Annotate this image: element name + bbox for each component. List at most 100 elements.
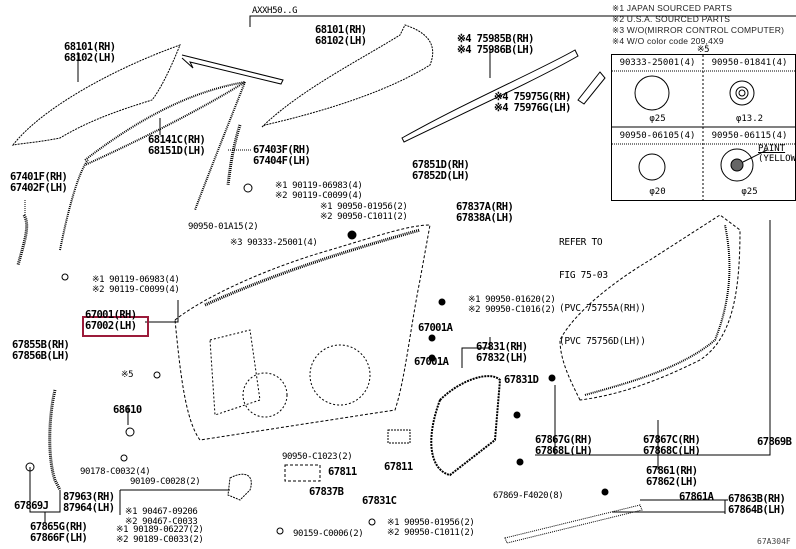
refer-line: (PVC 75756D(LH))	[559, 336, 646, 347]
part-callout[interactable]: 67869B	[757, 437, 792, 448]
paint-note-line: (YELLOW)	[758, 154, 796, 164]
highlight-box	[82, 316, 149, 337]
refer-line: (PVC 75755A(RH))	[559, 303, 646, 314]
part-callout[interactable]: 67865G(RH)67866F(LH)	[30, 522, 88, 544]
part-number: ※2 90189-C0033(2)	[116, 535, 204, 545]
part-number: 67811	[328, 466, 357, 478]
part-number: 67863B(RH)	[728, 493, 786, 505]
part-number: 67867C(RH)	[643, 434, 701, 446]
part-callout[interactable]: 67831C	[362, 496, 397, 507]
part-number: ※2 90119-C0099(4)	[275, 191, 363, 201]
part-number: 90159-C0006(2)	[293, 529, 364, 539]
refer-line: FIG 75-03	[559, 270, 608, 281]
part-callout[interactable]: 67811	[328, 467, 357, 478]
part-callout[interactable]: ※1 90467-09206※2 90467-C0033	[125, 507, 198, 527]
part-number: 67401F(RH)	[10, 171, 68, 183]
part-number: 67868C(LH)	[643, 445, 701, 457]
part-callout[interactable]: 68101(RH)68102(LH)	[64, 42, 116, 64]
part-callout[interactable]: 67867G(RH)67868L(LH)	[535, 434, 593, 457]
door-panel	[174, 224, 431, 441]
part-callout[interactable]: 68141C(RH)68151D(LH)	[148, 134, 206, 157]
part-number: ※1 90467-09206	[125, 507, 198, 517]
part-callout[interactable]: 67869-F4020(8)	[493, 491, 564, 501]
part-callout[interactable]: 67837B	[309, 486, 344, 498]
part-number: 67403F(RH)	[253, 144, 311, 156]
part-number: ※4 75986B(LH)	[457, 44, 534, 56]
part-number: 67831(RH)	[476, 341, 528, 353]
diagram-title: AXXH50..G	[252, 6, 298, 16]
part-callout[interactable]: ※1 90119-06983(4)※2 90119-C0099(4)	[275, 181, 363, 201]
part-callout[interactable]: ※5	[121, 370, 134, 380]
fastener-icon	[120, 454, 128, 462]
part-number: 67852D(LH)	[412, 170, 470, 182]
fastener-icon	[243, 183, 253, 193]
table-dim: φ25	[741, 187, 758, 197]
part-number: 87964(LH)	[63, 502, 115, 514]
part-number: 67867G(RH)	[535, 434, 593, 446]
garnish	[577, 71, 606, 105]
part-callout[interactable]: 90178-C0032(4)	[80, 467, 151, 477]
part-callout[interactable]: 67401F(RH)67402F(LH)	[10, 171, 68, 194]
part-number: 67855B(RH)	[12, 339, 70, 351]
part-number: 67402F(LH)	[10, 182, 68, 194]
part-number: 90109-C0028(2)	[130, 477, 201, 487]
part-callout[interactable]: 67831D	[504, 375, 539, 386]
part-callout[interactable]: 90950-C1023(2)	[282, 452, 353, 462]
part-callout[interactable]: 68101(RH)68102(LH)	[315, 25, 367, 47]
part-number: 67832(LH)	[476, 352, 528, 364]
table-part: 90950-06115(4)	[711, 131, 788, 141]
part-number: 67861(RH)	[646, 465, 698, 477]
part-callout[interactable]: ※1 90189-06227(2)※2 90189-C0033(2)	[116, 525, 204, 545]
title-bracket	[249, 15, 796, 27]
part-callout[interactable]: 90950-01A15(2)	[188, 222, 259, 232]
part-callout[interactable]: 67867C(RH)67868C(LH)	[643, 434, 701, 457]
part-callout[interactable]: 68610	[113, 405, 142, 416]
fastener-icon	[125, 427, 135, 437]
part-callout[interactable]: 90159-C0006(2)	[293, 529, 364, 539]
clip-icon	[387, 429, 411, 444]
part-callout[interactable]: 67861A	[679, 491, 714, 503]
part-callout[interactable]: 67403F(RH)67404F(LH)	[253, 144, 311, 167]
part-number: ※1 90950-01956(2)	[387, 518, 475, 528]
part-number: 67869-F4020(8)	[493, 491, 564, 501]
part-callout[interactable]: 67001(RH)67002(LH)	[85, 310, 137, 332]
part-callout[interactable]: 67851D(RH)67852D(LH)	[412, 159, 470, 182]
direction-arrow-icon	[181, 54, 284, 85]
part-number: 68610	[113, 404, 142, 416]
part-callout[interactable]: 67837A(RH)67838A(LH)	[456, 202, 514, 224]
part-callout[interactable]: 67001A	[418, 322, 453, 334]
part-callout[interactable]: 67861(RH)67862(LH)	[646, 466, 698, 488]
part-number: 67862(LH)	[646, 476, 698, 488]
part-callout[interactable]: ※1 90119-06983(4)※2 90119-C0099(4)	[92, 275, 180, 295]
part-number: 67861A	[679, 491, 714, 503]
refer-note: REFER TO FIG 75-03 (PVC 75755A(RH)) (PVC…	[559, 215, 646, 369]
part-callout[interactable]: 87963(RH)87964(LH)	[63, 492, 115, 514]
part-callout[interactable]: 67811	[384, 462, 413, 473]
speaker-opening	[309, 344, 371, 406]
part-callout[interactable]: ※4 75975G(RH)※4 75976G(LH)	[494, 92, 571, 114]
part-callout[interactable]: 67831(RH)67832(LH)	[476, 342, 528, 364]
part-number: 67001A	[414, 356, 449, 368]
part-callout[interactable]: ※3 90333-25001(4)	[230, 238, 318, 248]
part-callout[interactable]: 67855B(RH)67856B(LH)	[12, 339, 70, 362]
part-number: 67851D(RH)	[412, 159, 470, 171]
part-number: 67811	[384, 461, 413, 473]
part-number: ※2 90950-C1011(2)	[320, 212, 408, 222]
part-number: 67837B	[309, 486, 344, 498]
sash	[226, 124, 242, 186]
part-callout[interactable]: ※4 75985B(RH)※4 75986B(LH)	[457, 34, 534, 56]
part-callout[interactable]: 67869J	[14, 501, 49, 512]
part-callout[interactable]: 67863B(RH)67864B(LH)	[728, 493, 786, 516]
part-callout[interactable]: ※1 90950-01956(2)※2 90950-C1011(2)	[387, 518, 475, 538]
table-part: 90333-25001(4)	[619, 58, 696, 68]
glass-run-channel	[84, 81, 246, 166]
part-number: 67001A	[418, 322, 453, 334]
part-callout[interactable]: 90109-C0028(2)	[130, 477, 201, 487]
part-number: 68101(RH)	[315, 24, 367, 36]
part-number: ※1 90119-06983(4)	[92, 275, 180, 285]
part-callout[interactable]: ※1 90950-01620(2)※2 90950-C1016(2)	[468, 295, 556, 315]
part-number: 68141C(RH)	[148, 134, 206, 146]
part-callout[interactable]: 67001A	[414, 356, 449, 368]
part-callout[interactable]: ※1 90950-01956(2)※2 90950-C1011(2)	[320, 202, 408, 222]
